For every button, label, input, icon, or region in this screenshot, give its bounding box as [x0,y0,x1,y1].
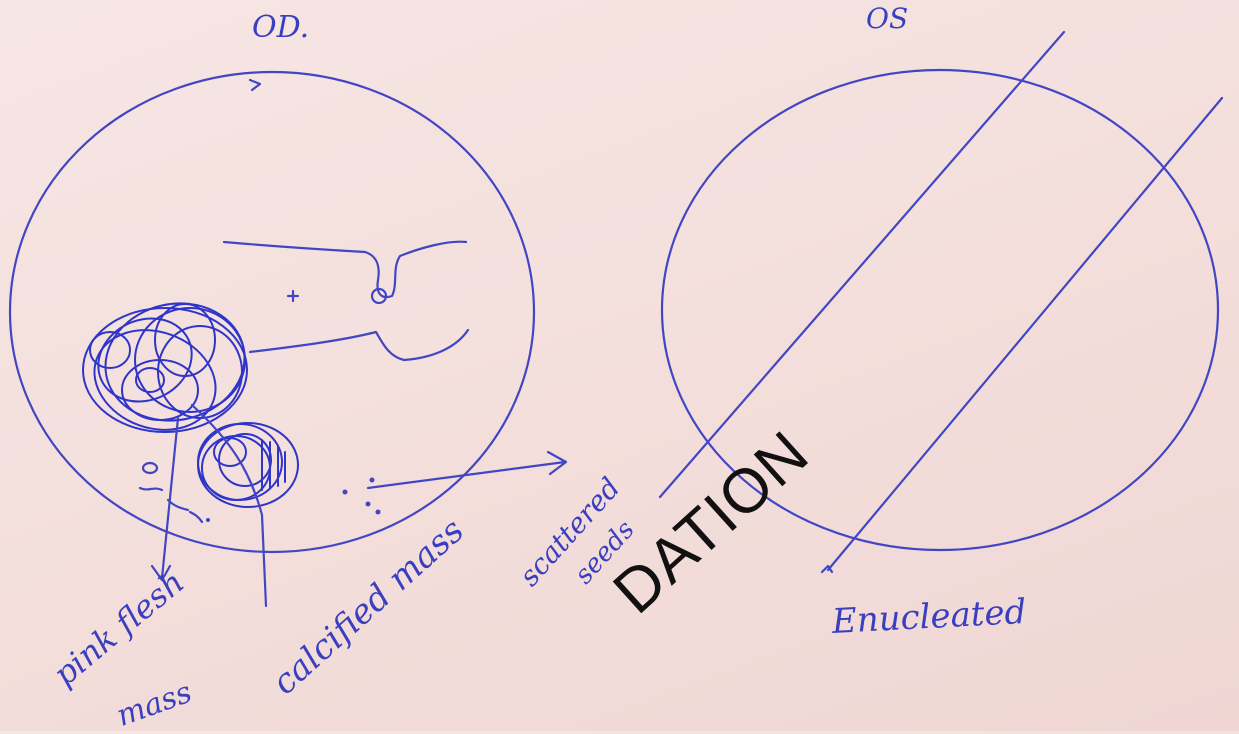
vessel-outline [224,242,468,360]
od-label: OD. [252,10,309,45]
calcified-mass-scribble [198,423,298,507]
od-fundus-circle [10,72,534,552]
pink-fleshy-mass-scribble [80,291,255,447]
scattered-seeds-dots [343,478,381,515]
arrow-to-pink-mass-label [152,418,178,580]
arrow-to-seeds-label [368,452,566,488]
optic-disc-marker [288,291,298,301]
os-label: OS [866,2,908,35]
enucleated-strike-line-1 [660,32,1064,497]
enucleated-strike-line-2 [828,98,1222,570]
od-circle-tick [250,80,260,90]
